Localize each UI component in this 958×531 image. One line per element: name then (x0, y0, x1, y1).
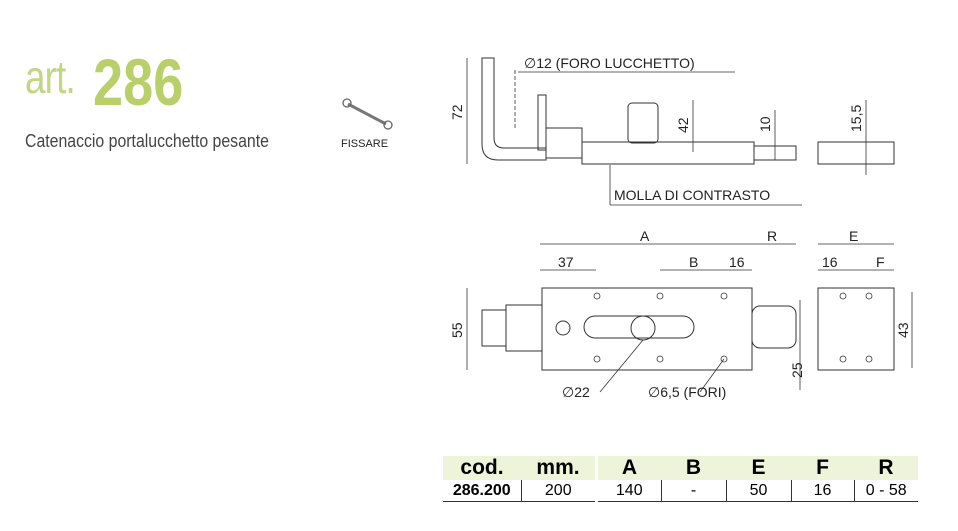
cell-R: 0 - 58 (853, 480, 918, 502)
cell-code: 286.200 (443, 480, 521, 502)
col-header: mm. (521, 456, 597, 480)
front-view (466, 243, 913, 393)
side-dim-16: 16 (822, 254, 838, 270)
product-subtitle: Catenaccio portalucchetto pesante (25, 131, 269, 151)
dim-16: 16 (729, 254, 745, 270)
cell-E: 50 (725, 480, 791, 502)
cell-F: 16 (790, 480, 854, 502)
dim-72: 72 (449, 104, 465, 120)
col-header: E (726, 456, 791, 480)
dim-F: F (876, 254, 885, 270)
dim-10: 10 (757, 116, 773, 132)
dim-R: R (767, 228, 777, 244)
cell-A: 140 (595, 480, 661, 502)
cell-B: - (660, 480, 726, 502)
dim-42: 42 (675, 117, 691, 133)
col-header: B (661, 456, 726, 480)
col-header: F (791, 456, 854, 480)
table-row: 286.200 200 140 - 50 16 0 - 58 (443, 480, 918, 502)
dim-43: 43 (895, 322, 911, 338)
article-title: art. 286 (25, 45, 183, 119)
article-number: 286 (93, 45, 184, 119)
fissare-label: FISSARE (341, 138, 389, 150)
col-header: cod. (443, 456, 521, 480)
cell-mm: 200 (520, 480, 597, 502)
top-view (466, 57, 895, 206)
spec-table: cod. mm. A B E F R 286.200 200 140 - 50 … (443, 456, 918, 502)
dim-22: ∅22 (562, 384, 590, 400)
wrench-icon (342, 98, 393, 130)
dim-holes: ∅6,5 (FORI) (648, 384, 726, 400)
table-header-row: cod. mm. A B E F R (443, 456, 918, 480)
col-header: R (854, 456, 918, 480)
dim-B: B (689, 254, 698, 270)
dim-25: 25 (789, 362, 805, 378)
article-prefix: art. (25, 51, 76, 103)
dim-E: E (849, 228, 858, 244)
dim-55: 55 (449, 322, 465, 338)
dim-15-5: 15,5 (848, 105, 864, 132)
spring-label: MOLLA DI CONTRASTO (614, 187, 770, 203)
technical-drawing: ∅12 (FORO LUCCHETTO) MOLLA DI CONTRASTO … (449, 55, 913, 400)
dim-37: 37 (558, 254, 574, 270)
dim-A: A (640, 228, 650, 244)
col-header: A (595, 456, 661, 480)
hole-label: ∅12 (FORO LUCCHETTO) (524, 55, 695, 71)
